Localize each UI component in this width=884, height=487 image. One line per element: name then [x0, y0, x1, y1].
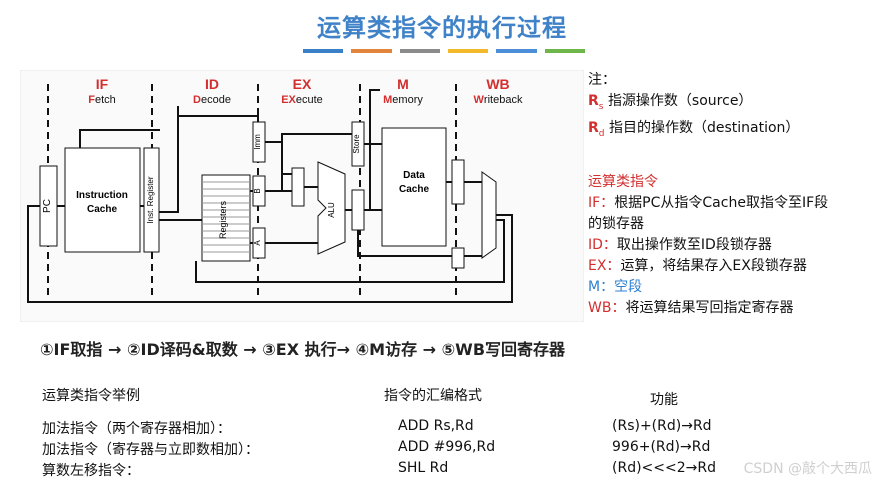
- pipeline-diagram-svg: IF Fetch ID Decode EX EXecute M Memory W…: [19, 69, 585, 323]
- color-bar-segment: [399, 49, 440, 53]
- example-asm: ADD #996,Rd: [398, 439, 496, 455]
- alu-result-latch: [351, 189, 365, 231]
- page-title: 运算类指令的执行过程: [317, 14, 567, 42]
- wb-mux: [481, 171, 497, 259]
- example-desc: 加法指令（两个寄存器相加）：: [42, 421, 231, 437]
- stage-ex-abbr: EX: [293, 76, 312, 92]
- examples-header-func: 功能: [650, 392, 678, 408]
- examples-header-desc: 运算类指令举例: [42, 388, 140, 404]
- store-label: Store: [352, 134, 361, 154]
- example-func: (Rs)+(Rd)→Rd: [612, 418, 712, 434]
- register-file-rows: [202, 181, 250, 253]
- example-desc: 加法指令（寄存器与立即数相加）：: [42, 442, 259, 458]
- instruction-cache: [64, 147, 141, 253]
- stage-ex-name: EXecute: [281, 94, 323, 106]
- color-bar-segment: [303, 49, 344, 53]
- wb-latch-lower: [451, 247, 465, 269]
- inst-register: [143, 147, 160, 253]
- stage-id-abbr: ID: [205, 76, 219, 92]
- notes-section-title: 运算类指令: [588, 173, 658, 190]
- ex-mux: [291, 167, 305, 207]
- b-label: B: [253, 188, 262, 193]
- dcache-label-2: Cache: [399, 184, 429, 195]
- note-if-cont: 的锁存器: [588, 215, 644, 232]
- a-label: A: [253, 240, 262, 246]
- imm-label: Imm: [253, 134, 262, 150]
- stage-id-name: Decode: [193, 94, 231, 106]
- note-id: ID：取出操作数至ID段锁存器: [588, 236, 772, 253]
- note-wb: WB：将运算结果写回指定寄存器: [588, 299, 794, 316]
- notes-heading: 注：: [588, 72, 616, 88]
- watermark: CSDN @敲个大西瓜: [743, 461, 872, 477]
- registers-label: Registers: [218, 200, 228, 239]
- wb-latch-upper: [451, 159, 465, 205]
- icache-label-2: Cache: [87, 204, 117, 215]
- stage-m-name: Memory: [383, 94, 423, 106]
- note-rd: Rd 指目的操作数（destination）: [588, 119, 800, 139]
- dcache-label-1: Data: [403, 170, 425, 181]
- color-bar-segment: [496, 49, 537, 53]
- inst-register-label: Inst. Register: [146, 176, 155, 223]
- data-cache: [381, 127, 447, 247]
- title-color-bar: [303, 49, 585, 53]
- stage-wb-abbr: WB: [486, 76, 509, 92]
- color-bar-segment: [447, 49, 489, 53]
- example-func: 996+(Rd)→Rd: [612, 439, 711, 455]
- stage-wb-name: Writeback: [474, 94, 523, 106]
- alu: [317, 161, 346, 255]
- color-bar-segment: [544, 49, 585, 53]
- alu-label: ALU: [327, 202, 336, 218]
- example-asm: SHL Rd: [398, 460, 449, 476]
- note-rs: Rs 指源操作数（source）: [588, 93, 753, 112]
- datapath-wires: [27, 89, 513, 303]
- example-asm: ADD Rs,Rd: [398, 418, 474, 434]
- note-ex: EX：运算，将结果存入EX段锁存器: [588, 257, 807, 274]
- example-desc: 算数左移指令：: [42, 463, 140, 479]
- note-if: IF：根据PC从指令Cache取指令至IF段: [588, 194, 829, 211]
- pipeline-diagram: IF Fetch ID Decode EX EXecute M Memory W…: [19, 69, 585, 323]
- notes-panel: 注： Rs 指源操作数（source） Rd 指目的操作数（destinatio…: [588, 70, 884, 319]
- example-func: (Rd)<<<2→Rd: [612, 460, 716, 476]
- pc-label: PC: [42, 199, 53, 213]
- examples-header-asm: 指令的汇编格式: [384, 388, 482, 404]
- pipeline-flow: ①IF取指 → ②ID译码&取数 → ③EX 执行→ ④M访存 → ⑤WB写回寄…: [40, 340, 566, 359]
- stage-m-abbr: M: [397, 76, 409, 92]
- stage-if-abbr: IF: [96, 76, 109, 92]
- stage-if-name: Fetch: [88, 94, 116, 106]
- icache-label-1: Instruction: [76, 190, 128, 201]
- note-m: M：空段: [588, 278, 643, 295]
- color-bar-segment: [351, 49, 392, 53]
